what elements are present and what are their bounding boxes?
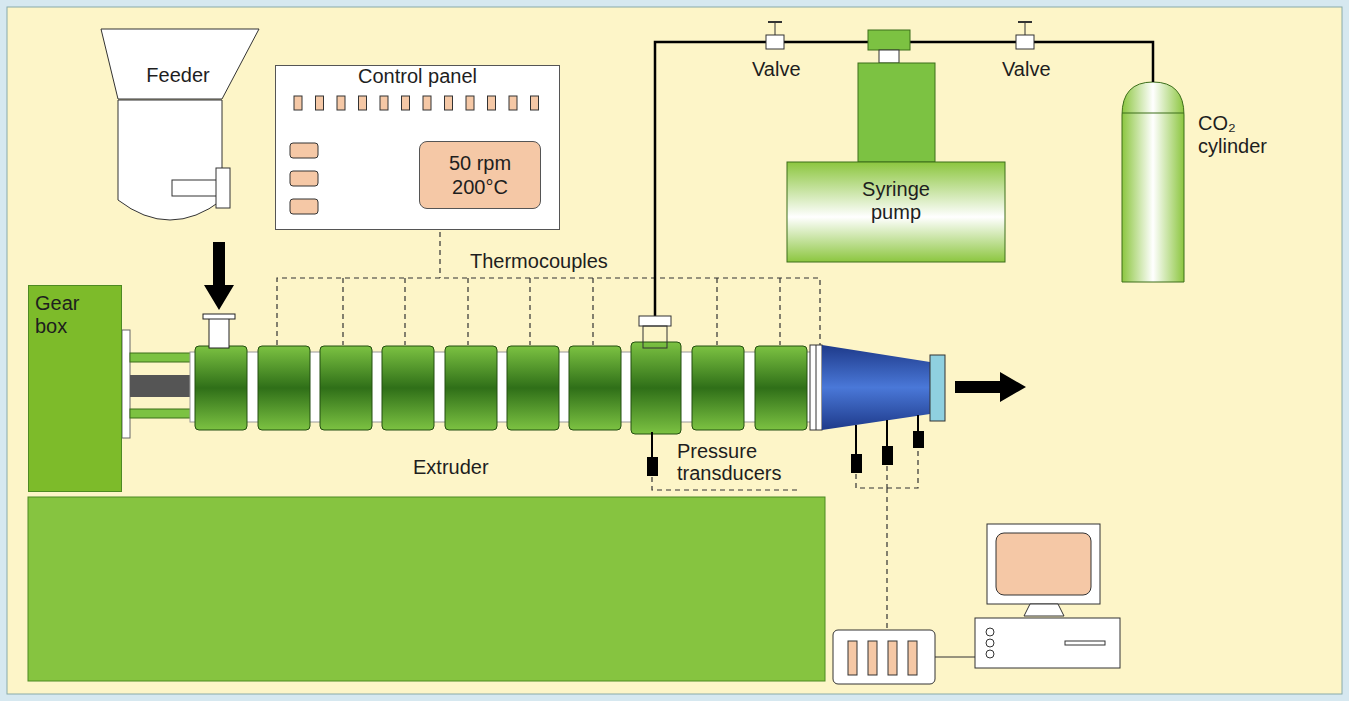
- inlet-cap: [203, 314, 235, 319]
- die-cone: [822, 345, 930, 430]
- shaft-bar: [130, 353, 192, 362]
- heater-block: [755, 346, 807, 430]
- heater-block: [631, 342, 681, 434]
- part-label: Pressure transducers: [677, 440, 807, 484]
- inlet: [209, 318, 229, 348]
- heater-block: [507, 346, 559, 430]
- output-arrow: [955, 372, 1026, 402]
- cylinder-neck: [1122, 113, 1184, 114]
- shaft: [130, 375, 192, 397]
- part-label: Thermocouples: [470, 250, 640, 272]
- co2-cylinder: CO₂ cylinder: [1122, 82, 1297, 282]
- hopper-bottom: [118, 100, 222, 220]
- part-label: Extruder: [413, 456, 523, 478]
- feed-arrow: [204, 242, 234, 310]
- shaft-plate: [122, 330, 130, 438]
- node-label: Control panel: [276, 65, 559, 88]
- gear-box: Gear box: [28, 285, 122, 492]
- heater-block: [320, 346, 372, 430]
- heater-block: [692, 346, 744, 430]
- feeder: Feeder: [100, 28, 260, 100]
- control-panel: Control panel 50 rpm 200°C: [275, 65, 560, 230]
- valve-label: Valve: [1002, 58, 1062, 80]
- syringe-pump: Syringe pump: [787, 28, 1005, 262]
- injector-port: [643, 326, 667, 348]
- thermocouple-wires: [277, 232, 820, 345]
- computer: [833, 524, 1120, 684]
- co2-cylinder-shape: [1122, 82, 1184, 282]
- co2-line: [655, 42, 1005, 320]
- valve-label: Valve: [752, 58, 812, 80]
- pump-barrel: [858, 63, 935, 162]
- die-plate: [930, 355, 945, 421]
- flange-line: [816, 345, 817, 430]
- pump-base: [787, 162, 1005, 262]
- node-label: Feeder: [96, 28, 260, 87]
- display: 50 rpm 200°C: [419, 141, 541, 209]
- heater-block: [445, 346, 497, 430]
- heater-block: [195, 346, 247, 430]
- feeder-screw: [172, 180, 218, 196]
- pump-fitting: [868, 30, 910, 50]
- flange: [810, 345, 822, 430]
- valve-symbol: [766, 22, 784, 49]
- node-label: Syringe pump: [787, 178, 1005, 224]
- node-label: 50 rpm 200°C: [420, 142, 540, 208]
- valve-symbol: [1016, 22, 1034, 49]
- node-label: CO₂ cylinder: [1198, 112, 1293, 158]
- node-label: Gear box: [29, 286, 121, 344]
- frame: [7, 7, 1342, 694]
- extruder-base: [28, 497, 825, 681]
- heater-block: [382, 346, 434, 430]
- heater-blocks: [195, 342, 807, 434]
- pump-coupler: [879, 50, 899, 63]
- injector: [639, 316, 671, 326]
- shaft-bar: [130, 409, 192, 418]
- heater-block: [569, 346, 621, 430]
- heater-block: [258, 346, 310, 430]
- feeder-knob: [216, 168, 230, 208]
